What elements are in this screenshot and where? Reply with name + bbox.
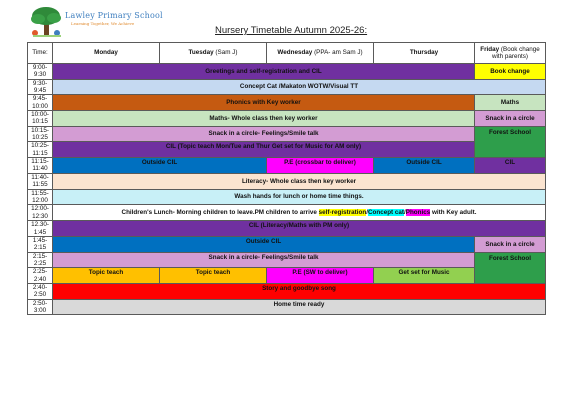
lunch-text: Children's Lunch- Morning children to le… — [121, 209, 317, 217]
activity-cell: Forest School — [474, 251, 546, 284]
activity-cell: Forest School — [474, 125, 546, 159]
highlight-phonics: Phonics — [405, 209, 431, 217]
activity-cell: Snack in a circle — [474, 110, 546, 127]
school-name: Lawley Primary School — [65, 11, 163, 20]
header-monday: Monday — [52, 42, 160, 64]
activity-cell: Wash hands for lunch or home time things… — [52, 188, 546, 206]
time-cell: 2:40-2:50 — [27, 282, 53, 300]
time-cell: 10:15-10:25 — [27, 125, 53, 143]
timetable-row: 10:25-11:15 CIL (Topic teach Mon/Tue and… — [27, 141, 546, 159]
highlight-self-registration: self-registration — [318, 209, 367, 217]
activity-cell: Outside CIL — [52, 157, 267, 174]
time-cell: 9:45-10:00 — [27, 94, 53, 112]
time-cell: 12:00-12:30 — [27, 204, 53, 222]
activity-cell: Greetings and self-registration and CIL — [52, 63, 475, 80]
activity-cell: CIL — [474, 157, 546, 174]
tree-logo-icon — [31, 7, 61, 37]
header-tuesday: Tuesday (Sam J) — [159, 42, 267, 64]
time-cell: 11:40-11:55 — [27, 172, 53, 190]
activity-cell: Snack in a circle- Feelings/Smile talk — [52, 125, 475, 143]
page-title: Nursery Timetable Autumn 2025-26: — [215, 25, 368, 36]
header-time: Time: — [27, 42, 53, 64]
timetable-row: 9:00-9:30 Greetings and self-registratio… — [27, 63, 546, 80]
timetable-row: 2:40-2:50 Story and goodbye song — [27, 282, 546, 300]
timetable-row: 12:00-12:30 Children's Lunch- Morning ch… — [27, 204, 546, 222]
activity-cell: Get set for Music — [373, 267, 475, 284]
header-thursday: Thursday — [373, 42, 475, 64]
activity-cell: Phonics with Key worker — [52, 94, 475, 112]
header-row: Time: Monday Tuesday (Sam J) Wednesday (… — [27, 42, 546, 64]
timetable-row: 10:15-10:25 Snack in a circle- Feelings/… — [27, 125, 546, 159]
activity-cell: Outside CIL — [373, 157, 475, 174]
highlight-concept-cat: Concept cat — [367, 209, 405, 217]
time-cell: 9:00-9:30 — [27, 63, 53, 80]
timetable-row: 11:15-11:40 Outside CIL P.E (crossbar to… — [27, 157, 546, 174]
timetable-row: 1:45-2:15 Outside CIL Snack in a circle — [27, 235, 546, 253]
time-cell: 10:25-11:15 — [27, 141, 53, 159]
timetable-row: 10:00-10:15 Maths- Whole class then key … — [27, 110, 546, 127]
activity-cell: Maths — [474, 94, 546, 112]
activity-cell: Book change — [474, 63, 546, 80]
activity-cell: Snack in a circle — [474, 235, 546, 253]
time-cell: 11:55-12:00 — [27, 188, 53, 206]
time-cell: 10:00-10:15 — [27, 110, 53, 127]
timetable-row: 2:25-2:40 Topic teach Topic teach P.E (S… — [27, 267, 546, 284]
activity-cell: Children's Lunch- Morning children to le… — [52, 204, 546, 222]
time-cell: 12.30-1:45 — [27, 220, 53, 237]
activity-cell: Outside CIL — [52, 235, 475, 253]
time-cell: 11:15-11:40 — [27, 157, 53, 174]
activity-cell: Topic teach — [52, 267, 160, 284]
header-wednesday: Wednesday (PPA- am Sam J) — [266, 42, 374, 64]
activity-cell: P.E (crossbar to deliver) — [266, 157, 374, 174]
activity-cell: Concept Cat /Makaton WOTW/Visual TT — [52, 78, 546, 96]
time-cell: 2:25-2:40 — [27, 267, 53, 284]
time-cell: 1:45-2:15 — [27, 235, 53, 253]
activity-cell: CIL (Topic teach Mon/Tue and Thur Get se… — [52, 141, 475, 159]
timetable-row: 9:30-9:45 Concept Cat /Makaton WOTW/Visu… — [27, 78, 546, 96]
activity-cell: Topic teach — [159, 267, 267, 284]
header-friday: Friday (Book change with parents) — [474, 42, 546, 64]
activity-cell: CIL (Literacy/Maths with PM only) — [52, 220, 546, 237]
school-motto: Learning Together, We Achieve — [71, 21, 135, 26]
time-cell: 9:30-9:45 — [27, 78, 53, 96]
activity-cell: Literacy- Whole class then key worker — [52, 172, 546, 190]
timetable: Time: Monday Tuesday (Sam J) Wednesday (… — [27, 42, 546, 316]
time-cell: 2:15-2:25 — [27, 251, 53, 269]
timetable-row: 2:15-2:25 Snack in a circle- Feelings/Sm… — [27, 251, 546, 284]
timetable-row: 11:55-12:00 Wash hands for lunch or home… — [27, 188, 546, 206]
activity-cell: Story and goodbye song — [52, 282, 546, 300]
activity-cell: Snack in a circle- Feelings/Smile talk — [52, 251, 475, 269]
timetable-row: 11:40-11:55 Literacy- Whole class then k… — [27, 172, 546, 190]
timetable-row: 9:45-10:00 Phonics with Key worker Maths — [27, 94, 546, 112]
timetable-row: 12.30-1:45 CIL (Literacy/Maths with PM o… — [27, 220, 546, 237]
time-cell: 2:50-3:00 — [27, 298, 53, 316]
school-logo: Lawley Primary School Learning Together,… — [27, 5, 167, 41]
activity-cell: P.E (SW to deliver) — [266, 267, 374, 284]
activity-cell: Maths- Whole class then key worker — [52, 110, 475, 127]
timetable-row: 2:50-3:00 Home time ready — [27, 298, 546, 316]
activity-cell: Home time ready — [52, 298, 546, 316]
